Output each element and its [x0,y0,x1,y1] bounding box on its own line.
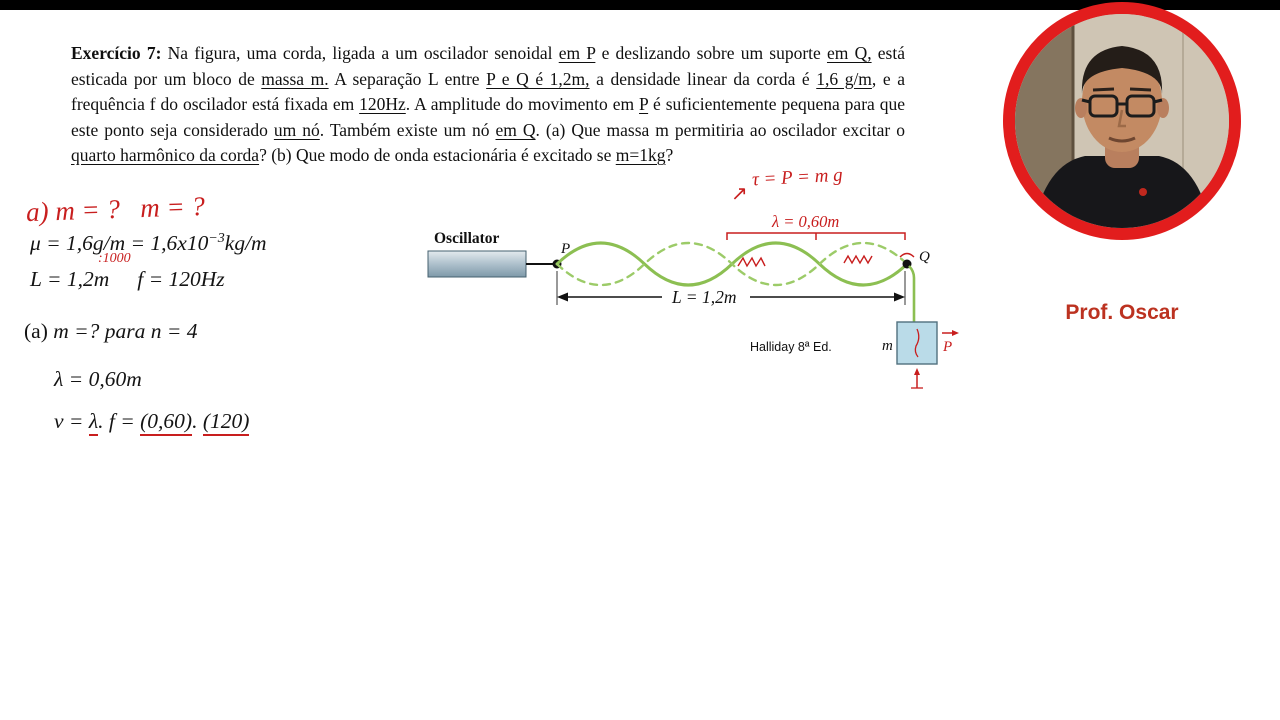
text-segment: . f = [98,409,141,433]
math-line-part-a: (a) m =? para n = 4 [24,319,198,344]
mass-label: m [882,338,893,354]
text-segment: (0,60) [140,409,193,436]
hair [1081,46,1163,94]
text-segment: . (a) Que massa m permitiria ao oscilado… [535,119,905,140]
hanging-string [908,265,916,322]
red-squiggle-block [914,328,920,358]
math-line-L-f: L = 1,2m f = 120Hz [30,267,225,292]
handwritten-divide-1000-note: :1000 [98,251,131,266]
text-segment: em Q, [826,43,872,63]
text-segment: f = 120Hz [137,267,225,291]
text-segment: λ [88,409,99,436]
text-segment: , e a frequência f do oscilador está fix… [71,68,905,115]
wavelength-label: λ = 0,60m [771,212,839,231]
text-segment: L = 1,2m [30,267,110,291]
text-segment: em P [558,43,596,63]
oscillator-box [427,250,527,278]
right-eyebrow [1129,87,1152,92]
text-segment: P [639,94,649,114]
source-credit-label: Halliday 8ª Ed. [750,340,832,354]
right-ear [1157,98,1169,118]
text-segment: um nó [273,119,320,140]
red-squiggle-loop3 [737,256,766,268]
text-segment: em Q [495,119,536,140]
length-label: L = 1,2m [671,287,737,307]
glasses-right-lens [1125,94,1156,118]
node-P-label: P [560,241,570,257]
handwritten-part-a-note: a) m = ? m = ? [25,190,206,228]
red-scribble-Q [899,252,915,258]
exercise-statement: Exercício 7: Na figura, uma corda, ligad… [71,41,905,169]
text-segment: P e Q é 1,2m, [486,68,590,89]
text-segment: (a) [24,319,54,343]
glasses-right-arm [1153,98,1163,104]
dim-arrowhead-right [894,292,905,302]
math-line-velocity: v = λ. f = (0,60). (120) [54,409,250,436]
text-segment: λ = 0,60m [54,367,142,391]
shirt [1033,156,1211,228]
arrow-up-right-icon: ↗ [731,183,748,205]
standing-wave-figure: Oscillator P Q λ = 0,60m L = 1,2m m [427,212,959,389]
text-segment: quarto harmônico da corda [71,145,260,165]
top-letterbox-bar [0,0,1280,10]
presenter-name-caption: Prof. Oscar [1065,301,1179,324]
text-segment: . A amplitude do movimento em [405,94,640,114]
text-segment: (120) [202,409,250,436]
left-ear [1075,98,1087,118]
text-segment: Exercício 7: [71,43,162,63]
node-Q-label: Q [919,249,930,265]
left-eyebrow [1092,87,1115,92]
wave-dashed-curve [555,241,909,287]
nose [1117,109,1126,128]
text-segment: −3 [208,231,225,246]
text-segment: . Também existe um nó [319,119,496,140]
red-squiggle-loop4 [843,254,873,265]
presenter-avatar [1015,14,1229,228]
text-segment: A separação L entre [328,68,487,89]
webcam-circle [1003,2,1241,240]
math-line-lambda: λ = 0,60m [54,367,142,392]
text-segment: está esticada por um bloco de [71,43,905,89]
wavelength-bracket [726,232,906,240]
text-segment: Na figura, uma corda, ligada a um oscila… [161,43,559,63]
shirt-logo [1139,188,1147,196]
text-segment: 1,6 g/m [816,68,872,89]
text-segment: . [192,409,203,433]
text-segment: e deslizando sobre um suporte [595,43,827,63]
oscillator-label: Oscillator [434,230,500,247]
text-segment: ? (b) Que modo de onda estacionária é ex… [259,145,616,165]
text-segment: a densidade linear da corda é [589,68,817,89]
text-segment: ? [665,145,674,165]
text-segment: 120Hz [359,94,406,114]
face [1082,52,1162,152]
text-segment: kg/m [224,231,267,256]
text-segment: m=1kg [615,145,666,165]
text-segment: é suficientemente pequena para que este … [71,94,905,140]
dim-arrowhead-left [557,292,568,302]
math-line-mu: μ = 1,6g/m = 1,6x10−3kg/m [30,231,267,256]
handwritten-tension-note: τ = P = m g [751,164,844,191]
text-segment: m =? para n = 4 [53,319,198,343]
weight-vector-arrowhead [952,330,959,336]
text-segment: v = [54,409,89,433]
mouth [1108,136,1136,143]
text-segment: massa m. [261,68,329,89]
glasses-left-lens [1088,94,1119,118]
weight-vector-label: P [942,339,952,355]
tension-vector-arrowhead [914,368,920,375]
glasses-left-arm [1081,98,1091,104]
text-segment: μ = 1,6g/m = 1,6x10 [30,231,209,256]
